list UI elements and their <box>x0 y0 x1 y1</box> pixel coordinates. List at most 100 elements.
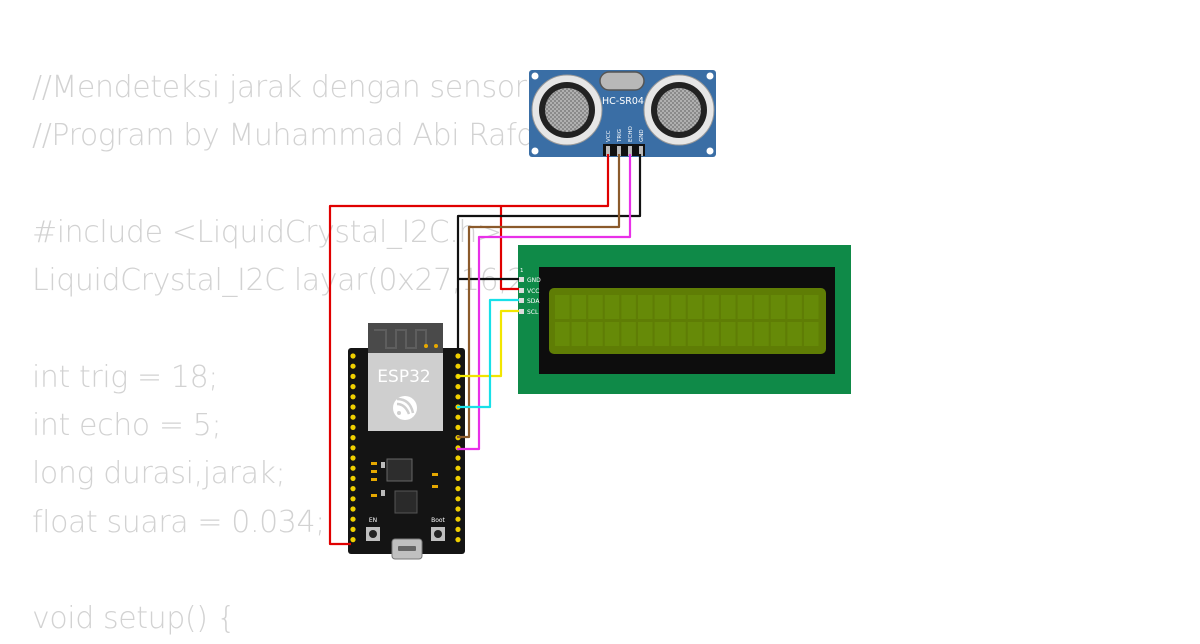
power-led <box>424 344 428 348</box>
pin-label-trig: TRIG <box>617 129 623 143</box>
lcd-pin-scl[interactable] <box>519 309 524 314</box>
lcd-character-cell <box>704 295 719 319</box>
ultrasonic-sensor[interactable]: HC-SR04 VCC TRIG ECHO GND <box>529 70 716 157</box>
lcd-pin-label-sda: SDA <box>527 298 540 305</box>
wire-echo-magenta[interactable] <box>457 154 632 451</box>
lcd-pin-label-gnd: GND <box>527 277 541 284</box>
lcd-character-cell <box>671 295 686 319</box>
micro-usb-opening <box>398 546 416 551</box>
lcd-character-cell <box>571 295 587 319</box>
sensor-pin-echo[interactable] <box>628 146 632 156</box>
code-line: int echo = 5; <box>32 408 222 444</box>
crystal-oscillator <box>599 71 645 91</box>
sensor-pin-vcc[interactable] <box>606 146 610 156</box>
esp32-header-pin[interactable] <box>455 475 461 481</box>
esp32-header-pin[interactable] <box>455 526 461 533</box>
esp32-header-pin[interactable] <box>455 465 461 471</box>
lcd-character-cell <box>571 322 587 346</box>
esp32-pin-row-right <box>455 353 461 543</box>
esp32-header-pin[interactable] <box>350 496 356 502</box>
lcd-character-cell <box>770 295 786 319</box>
esp32-header-pin[interactable] <box>350 404 356 410</box>
lcd-character-cell <box>654 295 670 319</box>
lcd-pin-sda[interactable] <box>519 298 524 303</box>
esp32-header-pin[interactable] <box>455 496 461 502</box>
wire-gnd-black[interactable] <box>456 154 642 350</box>
code-editor-background: //Mendeteksi jarak dengan sensor //Progr… <box>32 64 548 644</box>
pin-label-echo: ECHO <box>628 126 634 142</box>
en-button-label: EN <box>369 517 377 524</box>
lcd-pin-label-scl: SCL <box>527 309 539 316</box>
lcd-character-cell <box>721 295 736 319</box>
antenna-trace <box>374 329 427 349</box>
esp32-header-pin[interactable] <box>350 475 356 481</box>
lcd-pin-vcc[interactable] <box>519 288 524 293</box>
esp32-header-pin[interactable] <box>350 465 356 471</box>
esp32-header-pin[interactable] <box>455 384 461 390</box>
circuit-canvas: HC-SR04 VCC TRIG ECHO GND 1 GND VCC SDA … <box>328 70 851 560</box>
esp32-header-pin[interactable] <box>350 414 356 420</box>
lcd-character-cell <box>770 322 786 346</box>
esp32-header-pin[interactable] <box>455 394 461 400</box>
usb-uart-chip <box>394 490 418 514</box>
wire-trig-brown[interactable] <box>457 154 621 439</box>
lcd-character-cell <box>687 322 703 346</box>
lcd-character-cell <box>737 295 753 319</box>
mount-hole <box>531 72 539 80</box>
esp32-header-pin[interactable] <box>350 373 356 379</box>
mount-hole <box>531 147 539 155</box>
sensor-model-label: HC-SR04 <box>602 96 644 107</box>
boot-button-label: Boot <box>431 517 445 524</box>
esp32-header-pin[interactable] <box>350 516 356 522</box>
esp32-header-pin[interactable] <box>455 506 461 512</box>
lcd-character-cell <box>787 295 802 319</box>
esp32-header-pin[interactable] <box>350 353 356 359</box>
lcd-character-cell <box>638 295 653 319</box>
esp32-header-pin[interactable] <box>455 414 461 420</box>
esp32-header-pin[interactable] <box>350 526 356 533</box>
code-line: LiquidCrystal_I2C layar(0x27,16,2); <box>32 263 548 299</box>
esp32-header-pin[interactable] <box>350 506 356 512</box>
sensor-pin-trig[interactable] <box>617 146 621 156</box>
lcd-character-cell <box>604 322 620 346</box>
code-line: long durasi,jarak; <box>32 456 286 492</box>
wire-scl-yellow[interactable] <box>457 309 519 378</box>
esp32-header-pin[interactable] <box>350 455 356 461</box>
lcd-character-cell <box>787 322 802 346</box>
wire-vcc-to-esp32-red[interactable] <box>328 204 501 546</box>
sensor-pin-header <box>603 144 645 156</box>
lcd-character-cell <box>621 322 636 346</box>
esp32-header-pin[interactable] <box>350 486 356 492</box>
sensor-pin-gnd[interactable] <box>639 146 643 156</box>
esp32-header-pin[interactable] <box>350 435 356 441</box>
lcd-character-cell <box>754 295 769 319</box>
transducer-left <box>531 74 603 146</box>
esp32-header-pin[interactable] <box>350 384 356 390</box>
wire-sda-cyan[interactable] <box>457 298 519 409</box>
esp32-header-pin[interactable] <box>455 353 461 359</box>
esp32-header-pin[interactable] <box>455 486 461 492</box>
esp32-board[interactable]: ESP32 EN Boot <box>348 323 465 560</box>
esp32-label: ESP32 <box>377 367 430 387</box>
esp32-header-pin[interactable] <box>350 363 356 369</box>
lcd-character-cell <box>555 322 570 346</box>
en-button-cap[interactable] <box>369 530 377 538</box>
espressif-logo-icon <box>393 396 417 420</box>
esp32-header-pin[interactable] <box>455 516 461 522</box>
lcd-pin1-marker: 1 <box>520 268 524 274</box>
esp32-header-pin[interactable] <box>455 424 461 430</box>
esp32-header-pin[interactable] <box>350 445 356 451</box>
esp32-header-pin[interactable] <box>350 537 356 543</box>
esp32-header-pin[interactable] <box>350 424 356 430</box>
lcd-display[interactable]: 1 GND VCC SDA SCL <box>518 245 851 394</box>
esp32-header-pin[interactable] <box>350 394 356 400</box>
lcd-character-cell <box>638 322 653 346</box>
lcd-character-cell <box>588 322 603 346</box>
status-led <box>434 344 438 348</box>
lcd-pin-gnd[interactable] <box>519 277 524 282</box>
boot-button-cap[interactable] <box>434 530 442 538</box>
pin-label-vcc: VCC <box>606 130 612 142</box>
esp32-header-pin[interactable] <box>455 455 461 461</box>
esp32-header-pin[interactable] <box>455 363 461 369</box>
esp32-header-pin[interactable] <box>455 537 461 543</box>
